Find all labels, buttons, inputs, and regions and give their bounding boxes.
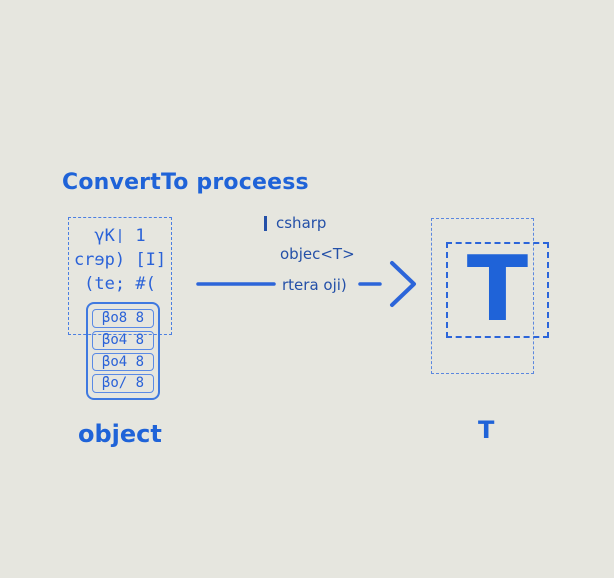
target-type-glyph: T: [466, 237, 529, 342]
target-type-outer-frame: [431, 218, 534, 374]
source-code-block: γK❘ 1 crɘp) [I] (te; #(: [68, 224, 172, 296]
keypad-row: βo8 8: [92, 309, 154, 328]
source-code-line: γK❘ 1: [94, 226, 146, 246]
target-type-frame: T: [446, 242, 549, 338]
keypad-row: βo4 8: [92, 330, 154, 350]
language-label: csharp: [276, 214, 327, 232]
method-call-label: rtera oji): [282, 276, 347, 294]
object-keypad-icon: βo8 8 βo4 8 βo4 8 βo/ 8: [86, 302, 160, 400]
keypad-row: βo/ 8: [92, 374, 154, 393]
arrow-head-icon: [390, 261, 416, 307]
source-object-frame: [68, 217, 172, 335]
generic-type-label: objec<T>: [280, 245, 355, 263]
source-code-line: crɘp) [I]: [73, 250, 167, 270]
keypad-row: βo4 8: [92, 352, 154, 372]
conversion-arrow: [196, 261, 416, 307]
source-label: object: [78, 420, 162, 448]
source-code-line: (te; #(: [84, 274, 156, 294]
diagram-title: ConvertTo proceess: [62, 170, 309, 195]
bullet-icon: [264, 216, 267, 231]
target-label: T: [478, 416, 495, 444]
